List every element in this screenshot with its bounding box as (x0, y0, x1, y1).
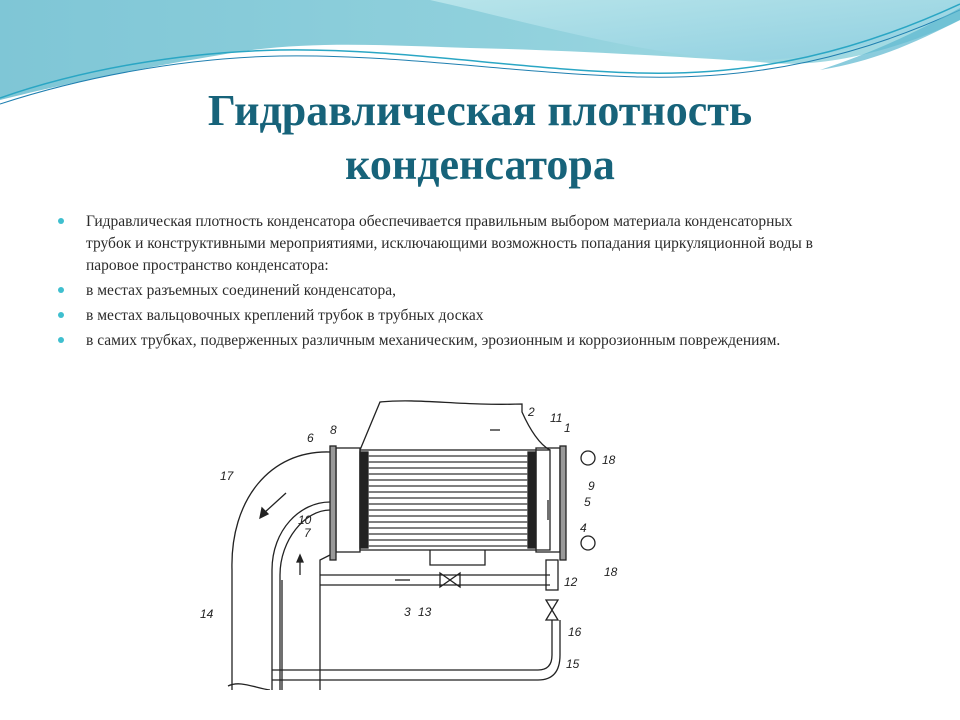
bullet-dot-icon (58, 337, 64, 343)
slide-title: Гидравлическая плотность конденсатора (0, 84, 960, 192)
svg-text:7: 7 (304, 526, 312, 540)
bullet-list: Гидравлическая плотность конденсатора об… (58, 211, 838, 355)
title-line-2: конденсатора (345, 140, 615, 189)
svg-text:14: 14 (200, 607, 214, 621)
bullet-text: в местах вальцовочных креплений трубок в… (86, 307, 484, 324)
svg-text:18: 18 (604, 565, 618, 579)
svg-text:8: 8 (330, 423, 337, 437)
bullet-item: в местах разъемных соединений конденсато… (58, 280, 838, 302)
svg-text:6: 6 (307, 431, 314, 445)
bullet-item: Гидравлическая плотность конденсатора об… (58, 211, 838, 277)
svg-text:17: 17 (220, 469, 235, 483)
header-wave-decoration (0, 0, 960, 105)
svg-text:5: 5 (584, 495, 591, 509)
svg-text:15: 15 (566, 657, 580, 671)
svg-text:9: 9 (588, 479, 595, 493)
bullet-text: в самих трубках, подверженных различным … (86, 332, 781, 349)
svg-text:1: 1 (564, 421, 571, 435)
svg-text:12: 12 (564, 575, 578, 589)
bullet-dot-icon (58, 312, 64, 318)
svg-text:3: 3 (404, 605, 411, 619)
svg-text:16: 16 (568, 625, 582, 639)
bullet-dot-icon (58, 218, 64, 224)
svg-text:11: 11 (550, 411, 562, 425)
bullet-item: в самих трубках, подверженных различным … (58, 330, 838, 352)
svg-text:18: 18 (602, 453, 616, 467)
bullet-text: в местах разъемных соединений конденсато… (86, 282, 396, 299)
svg-text:2: 2 (527, 405, 535, 419)
svg-text:4: 4 (580, 521, 587, 535)
bullet-item: в местах вальцовочных креплений трубок в… (58, 305, 838, 327)
condenser-diagram: 2 111 18 9 5 4 18 12 16 15 6 8 17 107 14 3 13 (200, 400, 618, 690)
svg-text:10: 10 (298, 513, 312, 527)
bullet-dot-icon (58, 287, 64, 293)
bullet-text: Гидравлическая плотность конденсатора об… (86, 213, 813, 274)
title-line-1: Гидравлическая плотность (207, 86, 753, 135)
svg-text:13: 13 (418, 605, 432, 619)
